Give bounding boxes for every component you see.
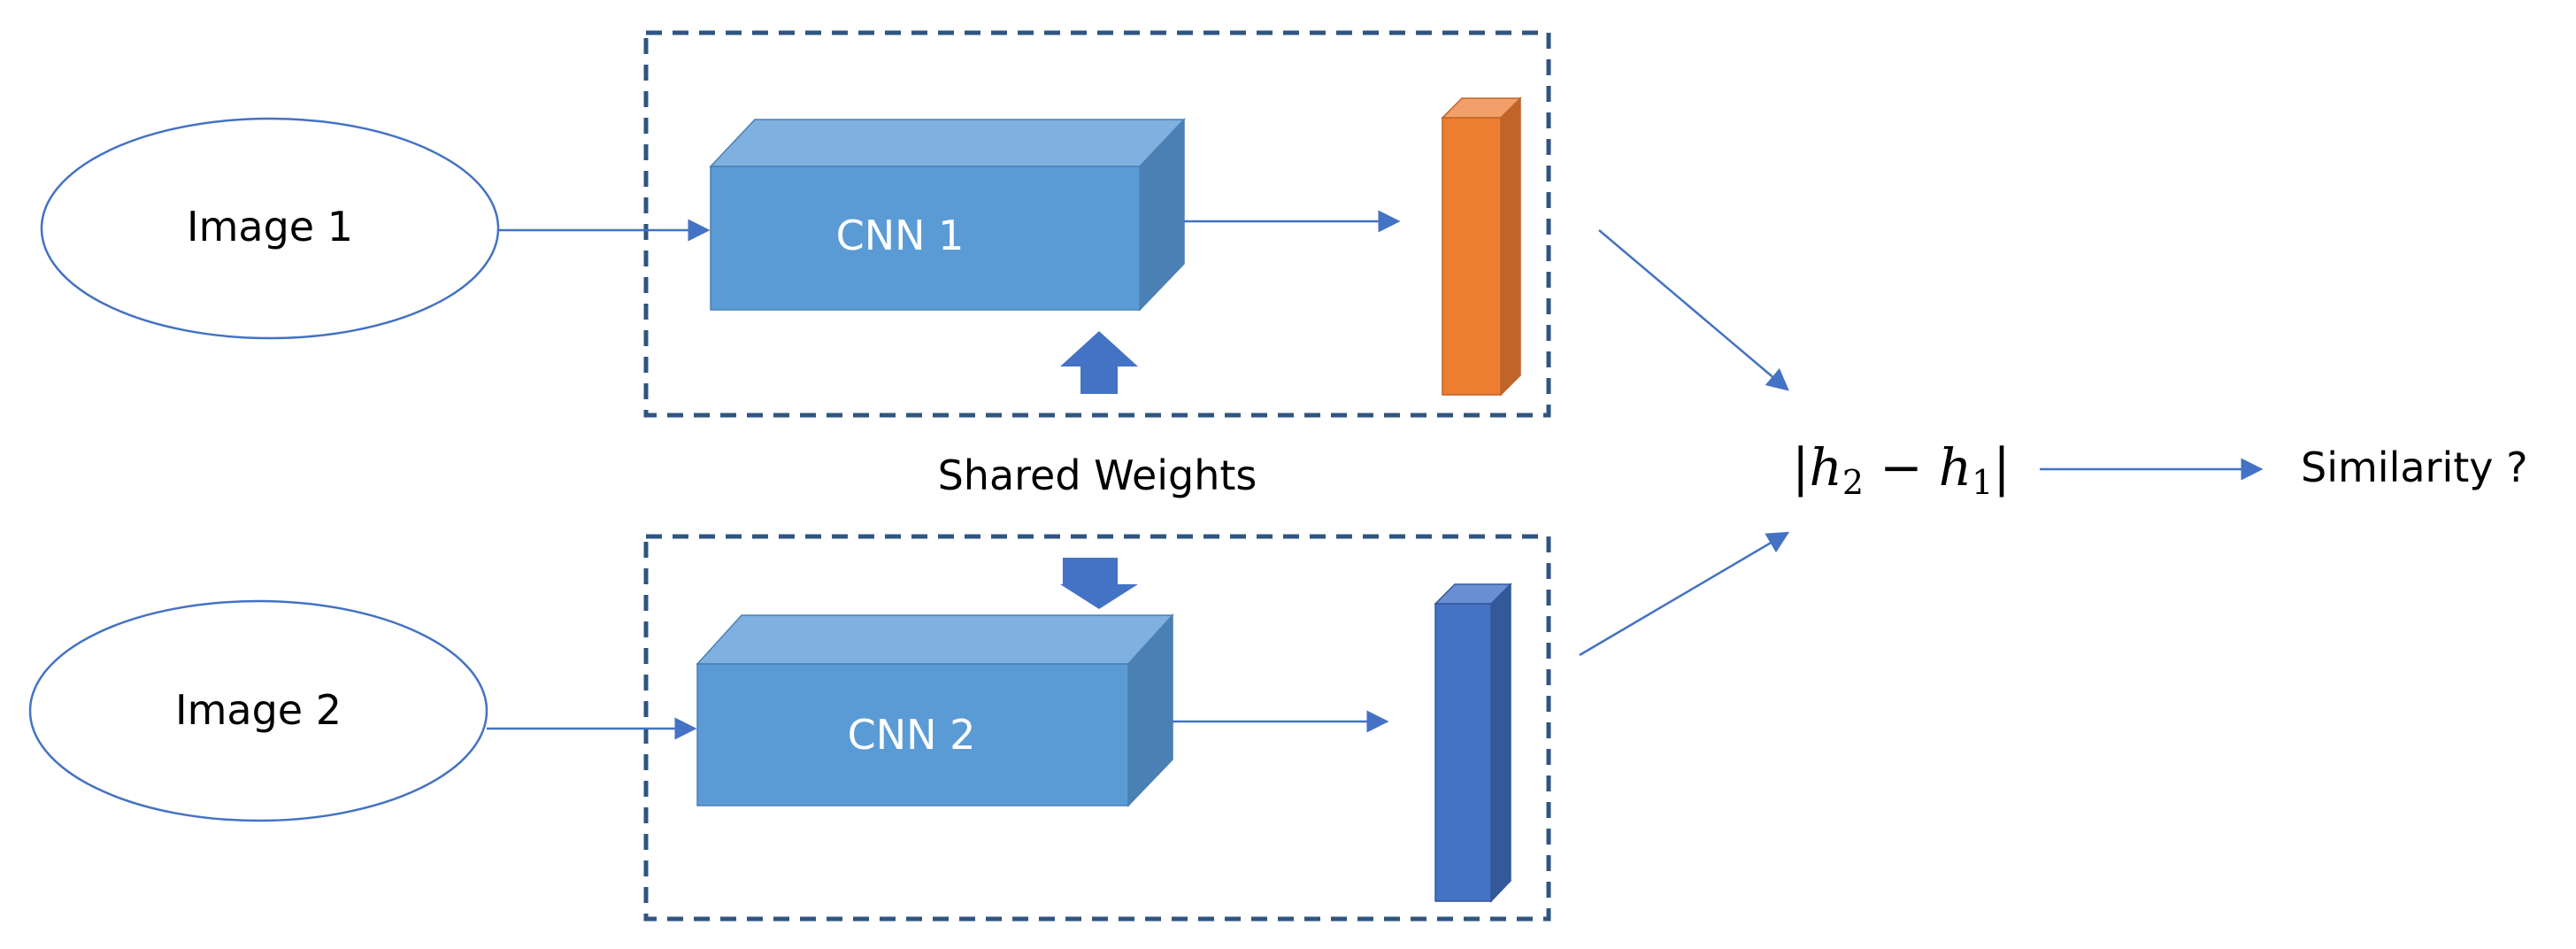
svg-text:|h2−h1|: |h2−h1| bbox=[1792, 437, 2011, 502]
image-2-label: Image 2 bbox=[175, 686, 342, 734]
formula-bar-close: | bbox=[1993, 437, 2011, 498]
network-1-container bbox=[643, 30, 1551, 418]
cnn-2-label: CNN 2 bbox=[848, 711, 976, 759]
image-2-input: Image 2 bbox=[28, 599, 488, 822]
cnn-1-block: CNN 1 bbox=[709, 118, 1186, 312]
formula-bar-open: | bbox=[1792, 437, 1810, 498]
arrow-vector1-to-difference bbox=[1598, 229, 1789, 391]
cnn-2-top-face bbox=[696, 614, 1174, 665]
arrow-vector2-to-difference bbox=[1579, 531, 1790, 657]
shared-weights-label: Shared Weights bbox=[938, 451, 1257, 499]
formula-sub1: 1 bbox=[1972, 463, 1993, 502]
formula-minus: − bbox=[1880, 437, 1923, 498]
similarity-label: Similarity ? bbox=[2301, 444, 2528, 491]
formula-h1: h bbox=[1939, 437, 1972, 498]
cnn-1-top-face bbox=[709, 119, 1186, 167]
shared-weights-down-arrow bbox=[1060, 558, 1138, 609]
image-1-input: Image 1 bbox=[40, 117, 500, 340]
cnn-2-block: CNN 2 bbox=[696, 613, 1174, 807]
embedding-vector-2 bbox=[1434, 583, 1512, 903]
cnn-2-front-face bbox=[696, 663, 1129, 806]
embedding-vector-1 bbox=[1441, 96, 1522, 397]
image-1-label: Image 1 bbox=[187, 203, 353, 251]
formula-sub2: 2 bbox=[1842, 463, 1864, 502]
formula-h2: h bbox=[1810, 437, 1842, 498]
cnn-1-label: CNN 1 bbox=[836, 212, 965, 259]
difference-formula: |h2−h1| bbox=[1792, 437, 2011, 502]
shared-weights-up-arrow bbox=[1060, 331, 1138, 394]
cnn-1-front-face bbox=[710, 166, 1141, 311]
